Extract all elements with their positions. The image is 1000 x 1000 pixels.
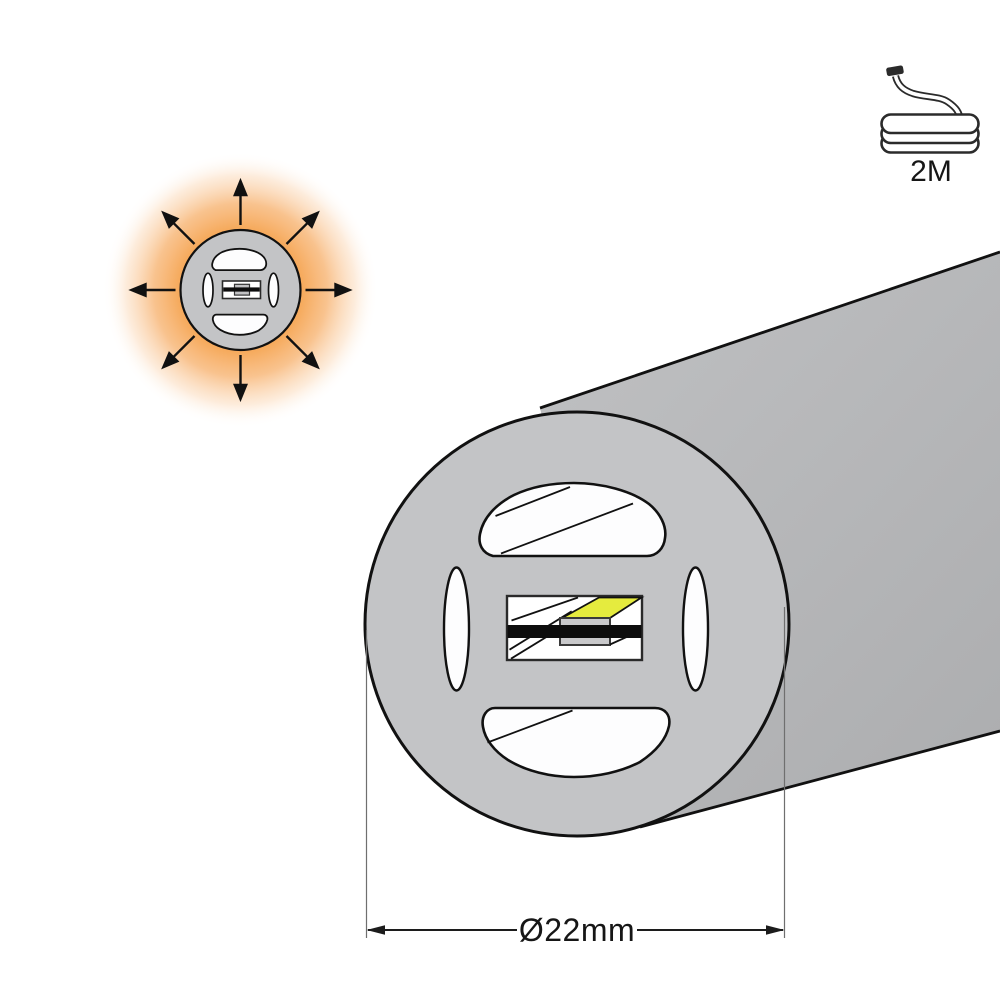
radiating-arrows-icon [128, 177, 353, 403]
coil-length-label: 2M [910, 155, 952, 188]
emission-arrow-right [305, 282, 353, 298]
coil-end-cap [886, 65, 904, 77]
emission-arrow-up-right [285, 210, 320, 245]
top-diffuser-slot [478, 481, 667, 558]
top-slot-reflection-line [495, 486, 571, 517]
cross-section-icon [179, 228, 302, 352]
tube-top-edge [539, 250, 1000, 410]
bottom-slot-reflection-line [487, 709, 573, 744]
coil-ring-top [880, 113, 980, 135]
emission-diagram [102, 152, 379, 428]
emission-arrow-up [233, 177, 248, 225]
coil-2m-icon: 2M [880, 65, 980, 188]
channel-reflection-line [511, 596, 579, 622]
mini-right-slot [267, 272, 280, 308]
bottom-diffuser-slot [481, 706, 671, 779]
left-diffuser-slot [442, 566, 471, 692]
mini-top-slot [211, 247, 268, 271]
dimension-arrow-left-icon [366, 925, 385, 935]
mini-pcb-strip [223, 287, 260, 292]
emission-arrow-left [128, 282, 176, 298]
diameter-dimension: Ø22mm [365, 607, 786, 948]
led-channel [505, 594, 645, 662]
mini-bottom-slot [211, 313, 269, 336]
emission-arrow-down-right [285, 335, 320, 370]
tube-face [363, 410, 791, 838]
emission-arrow-up-left [161, 210, 196, 245]
emission-arrow-down-left [161, 335, 196, 370]
coil-lead-core [893, 75, 963, 122]
diameter-label: Ø22mm [519, 912, 635, 948]
mini-left-slot [202, 272, 214, 308]
emission-arrow-down [233, 355, 248, 403]
tube-3d [363, 250, 1000, 838]
dimension-arrow-right-icon [766, 925, 785, 935]
pcb-strip [507, 625, 642, 638]
top-slot-reflection-line [500, 502, 634, 555]
tube-bottom-edge [639, 729, 1000, 829]
right-diffuser-slot [681, 566, 710, 692]
